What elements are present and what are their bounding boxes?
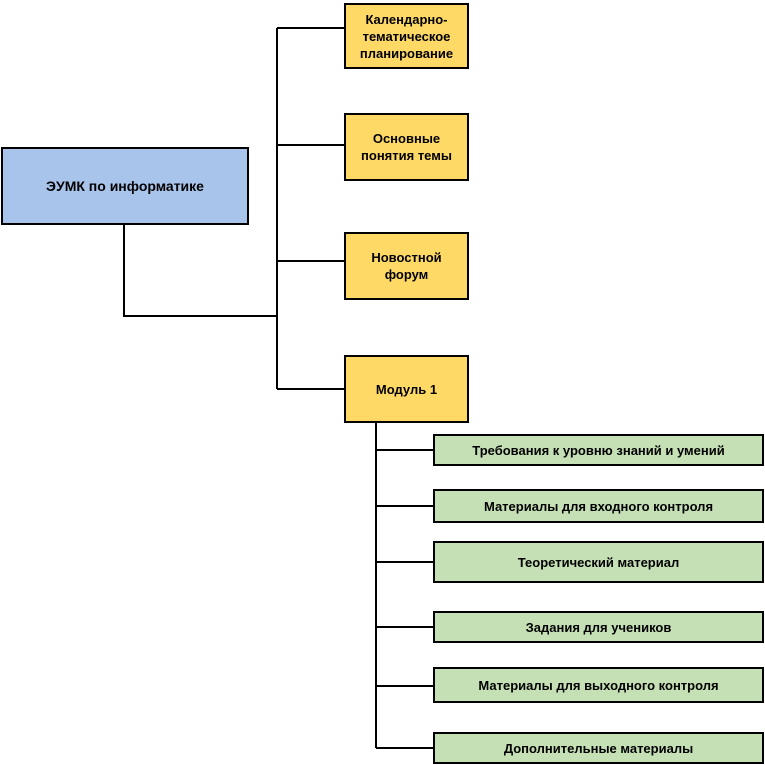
module-item-label: Материалы для выходного контроля [478,677,719,693]
node-label: Основные понятия темы [361,131,452,163]
module-item-label: Материалы для входного контроля [483,498,714,514]
module-item-entry-control: Материалы для входного контроля [433,489,764,523]
module-item-label: Теоретический материал [517,554,680,570]
node-label: Модуль 1 [375,381,438,397]
node-label: Новостной форум [371,250,442,282]
root-connector [123,224,277,317]
node-calendar-planning: Календарно- тематическое планирование [344,3,469,69]
module-item-label: Задания для учеников [525,619,672,635]
module-item-exit-control: Материалы для выходного контроля [433,667,764,703]
root-node: ЭУМК по информатике [1,147,249,225]
node-label: Календарно- тематическое планирование [359,11,454,61]
module-item-additional: Дополнительные материалы [433,732,764,764]
node-basic-concepts: Основные понятия темы [344,113,469,181]
node-news-forum: Новостной форум [344,232,469,300]
module-item-requirements: Требования к уровню знаний и умений [433,434,764,466]
module-item-label: Дополнительные материалы [503,740,694,756]
module-item-theory: Теоретический материал [433,541,764,583]
root-node-label: ЭУМК по информатике [46,177,204,194]
module-item-label: Требования к уровню знаний и умений [472,442,725,458]
node-module-1: Модуль 1 [344,355,469,423]
module-item-student-tasks: Задания для учеников [433,611,764,643]
